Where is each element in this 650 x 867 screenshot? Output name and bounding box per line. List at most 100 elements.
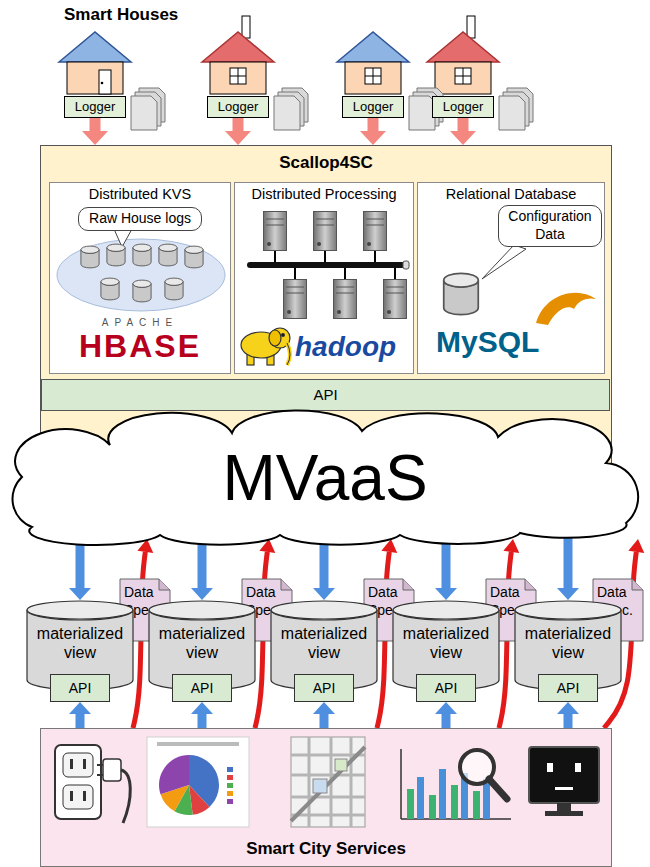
hbase-cluster-illustration-part <box>107 244 125 266</box>
mysql-database-illustration-part <box>444 273 479 314</box>
power-socket-icon-part <box>63 785 93 809</box>
panel-text: Scallop4SC <box>41 153 611 173</box>
chart-search-icon-part <box>429 795 436 819</box>
log-documents-part-part <box>274 96 300 130</box>
mysql-database-illustration-part <box>482 245 526 279</box>
power-socket-icon-part <box>70 759 73 769</box>
mview-text: materialized view <box>518 624 618 662</box>
chart-search-icon-part <box>483 779 490 819</box>
hadoop-cluster-illustration-part <box>403 261 409 269</box>
logger-node: Logger <box>207 96 269 118</box>
house-blue-window-part <box>365 76 381 77</box>
house-red-window-part <box>202 32 274 62</box>
house-red-window-part <box>230 76 246 77</box>
note-fold <box>632 579 643 590</box>
house-red-window-part <box>435 62 491 94</box>
house-blue-door-part <box>59 32 131 62</box>
flow-arrow <box>198 714 207 728</box>
house-red-window-part <box>230 68 246 84</box>
hbase-cluster-illustration-part <box>133 244 151 266</box>
pie-chart-icon-part <box>227 775 233 780</box>
city-map-icon-part-part <box>291 796 365 799</box>
note-fold <box>281 579 292 590</box>
mview-text: materialized view <box>30 624 130 662</box>
flow-arrow <box>564 714 573 728</box>
api-node: API <box>538 674 598 702</box>
pie-chart-icon-part <box>227 799 233 804</box>
hadoop-cluster-illustration-part <box>264 212 287 251</box>
pie-chart-icon <box>147 737 249 827</box>
cylinder-top <box>271 601 377 619</box>
logo-text: HBASE <box>50 330 230 362</box>
bubble-node: Raw House logs <box>78 207 202 231</box>
mysql-dolphin <box>536 293 596 325</box>
monitor-face-icon <box>529 747 599 816</box>
house-red-window-part <box>427 32 499 62</box>
sub-node: Distributed KVS Raw House logsAPACHE HBASE <box>49 182 231 374</box>
city-map-icon <box>291 737 365 827</box>
diagram-title: Smart Houses <box>64 5 178 25</box>
pie-chart-icon-part <box>227 783 233 788</box>
house-blue-door-part <box>99 70 111 94</box>
bubble-node: Configuration Data <box>498 205 602 247</box>
flow-arrow <box>76 714 85 728</box>
chart-search-icon-part <box>451 785 458 819</box>
house-red-window-part <box>455 76 471 77</box>
bubble-text: Configuration Data <box>503 208 597 243</box>
power-socket-icon <box>55 745 130 823</box>
hadoop-cluster-illustration-part <box>334 280 357 319</box>
apiband-node: API <box>41 379 610 411</box>
logger-text: Logger <box>65 97 125 117</box>
logo-text: APACHE <box>50 317 230 328</box>
city-map-icon-part <box>335 759 347 771</box>
house-red-window-part <box>210 62 266 94</box>
flow-arrow <box>320 714 329 728</box>
log-documents-part <box>131 88 165 130</box>
power-socket-icon-part <box>70 791 73 801</box>
log-documents <box>131 88 533 130</box>
house-blue-window <box>337 32 409 94</box>
sub-node: Relational DatabaseConfiguration DataMyS… <box>417 182 605 374</box>
api-node: API <box>172 674 232 702</box>
pie-chart-icon-part <box>157 742 239 746</box>
flow-arrow <box>442 714 451 728</box>
sub-text: Distributed Processing <box>235 186 413 202</box>
logo-text: hadoop <box>295 333 396 361</box>
logger-text: Logger <box>208 97 268 117</box>
house-blue-window-part <box>337 32 409 62</box>
cloud-node: MVaaS <box>0 405 650 545</box>
cylinder-top <box>27 601 133 619</box>
hadoop-cluster-illustration-part <box>364 212 387 251</box>
power-socket-icon-part <box>121 770 130 823</box>
api-node: API <box>294 674 354 702</box>
city-map-icon-part <box>313 779 327 793</box>
sub-text: Distributed KVS <box>50 186 230 202</box>
hadoop-cluster-illustration-part <box>384 280 407 319</box>
api-text: API <box>295 675 353 701</box>
bubble-text: Raw House logs <box>83 210 197 228</box>
house-blue-window-part <box>345 62 401 94</box>
log-documents-part-part <box>131 96 157 130</box>
cylinder-top <box>149 601 255 619</box>
city-map-icon-part <box>291 737 365 827</box>
api-node: API <box>416 674 476 702</box>
hbase-cluster-illustration-part <box>165 278 183 300</box>
api-text: API <box>539 675 597 701</box>
hadoop-elephant-part <box>287 343 290 365</box>
chart-search-icon-part <box>417 777 424 819</box>
chart-search-icon-part <box>473 791 480 819</box>
pie-chart-icon-part <box>227 767 233 772</box>
log-documents-part-part <box>499 96 525 130</box>
note-fold <box>525 579 536 590</box>
power-socket-icon-part <box>103 759 121 781</box>
chart-search-icon-part <box>439 769 446 819</box>
pie-chart-icon-part <box>159 755 189 794</box>
pie-chart-icon-part <box>147 737 249 827</box>
hbase-cluster-illustration-part <box>133 280 151 302</box>
pie-chart-icon-part <box>227 791 233 796</box>
logo-text: MySQL <box>436 327 539 357</box>
sub-node: Distributed Processing hadoop <box>234 182 414 374</box>
house-red-window-part <box>242 16 250 38</box>
mview-text: materialized view <box>274 624 374 662</box>
note-fold <box>403 579 414 590</box>
